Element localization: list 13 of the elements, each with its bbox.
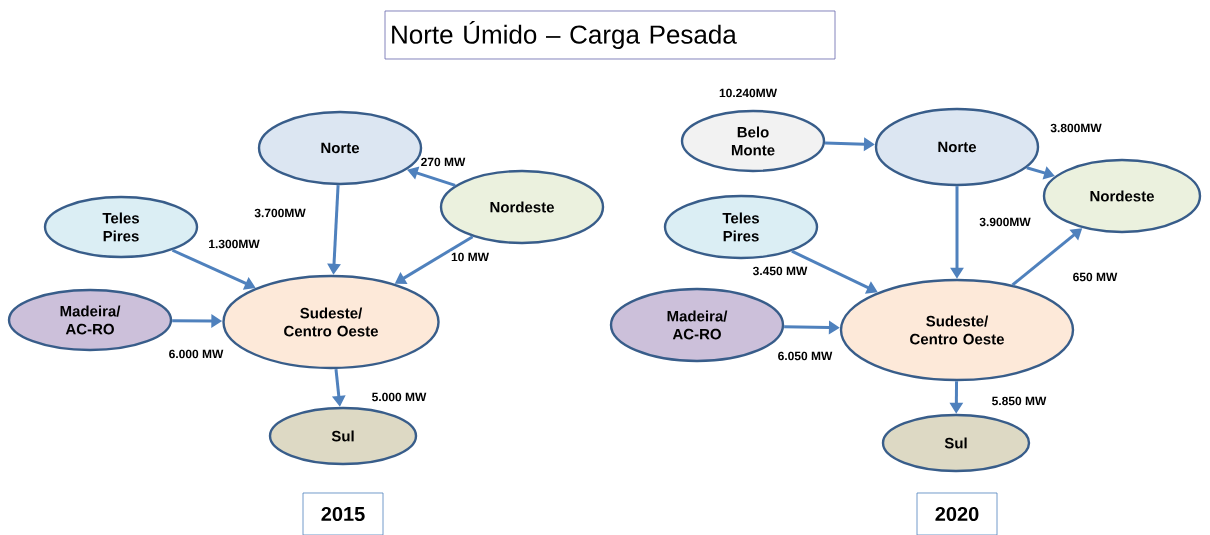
edge-label: 3.450 MW [751, 265, 809, 277]
edge-label: 3.800MW [1049, 122, 1103, 134]
edge-label: 5.000 MW [370, 391, 428, 403]
edge-label: 270 MW [419, 156, 467, 168]
edge-label: 10 MW [450, 251, 490, 263]
edge-label: 5.850 MW [990, 395, 1048, 407]
year-box: 2020 [916, 492, 998, 535]
edge-label: 1.300MW [207, 238, 261, 250]
edge-label: 3.900MW [978, 216, 1032, 228]
capacity-label: 10.240MW [719, 88, 777, 98]
year-box: 2015 [302, 492, 384, 535]
title-box: Norte Úmido – Carga Pesada [384, 10, 836, 60]
edge-label: 3.700MW [253, 207, 307, 219]
